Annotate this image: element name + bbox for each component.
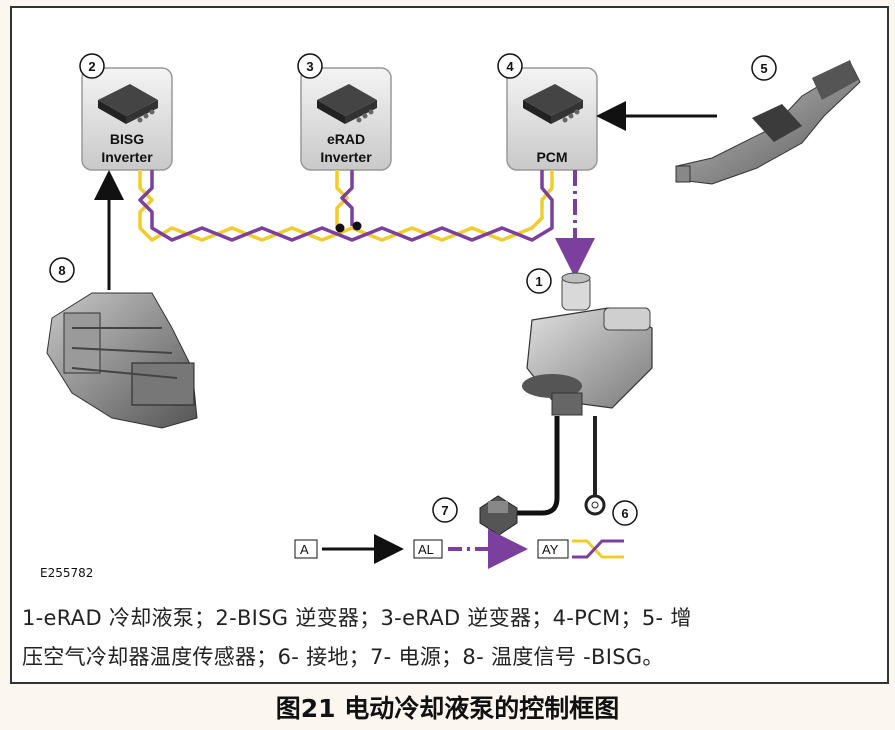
erad-label-2: Inverter	[320, 149, 372, 165]
pcm-module: PCM	[506, 67, 598, 171]
fuse-icon	[479, 495, 518, 536]
control-diagram: BISG Inverter eRAD Inverter PCM	[46, 53, 861, 569]
power-cable	[517, 416, 560, 516]
bus-junction-dot	[352, 221, 362, 231]
figure-title: 图21 电动冷却液泵的控制框图	[275, 694, 620, 723]
callout-4-num: 4	[506, 59, 514, 74]
chip-icon	[523, 84, 583, 124]
callout-2	[79, 53, 105, 79]
bisg-label-1: BISG	[110, 131, 144, 147]
callout-7-num: 7	[441, 503, 448, 518]
callout-3-num: 3	[306, 59, 313, 74]
callout-4	[497, 53, 523, 79]
callout-7	[432, 497, 458, 523]
legend-al-box	[413, 539, 443, 559]
chip-icon	[317, 84, 377, 124]
legend-a-box	[294, 539, 318, 559]
bisg-motor	[46, 292, 198, 429]
can-bus-twisted-pair	[138, 170, 554, 242]
callout-3	[297, 53, 323, 79]
legend-ay-twisted-pair	[572, 539, 624, 559]
callout-1-num: 1	[535, 274, 542, 289]
callout-1	[526, 268, 552, 294]
callout-5-num: 5	[760, 61, 767, 76]
chip-icon	[98, 84, 158, 124]
legend: A AL AY	[294, 529, 624, 569]
figure-code: E255782	[40, 566, 94, 580]
callout-2-num: 2	[88, 59, 95, 74]
callout-8	[49, 257, 75, 283]
caption-line-1: 1-eRAD 冷却液泵；2-BISG 逆变器；3-eRAD 逆变器；4-PCM；…	[22, 606, 692, 630]
coolant-pump	[522, 272, 653, 416]
legend-al-label: AL	[418, 542, 434, 557]
legend-ay-box	[537, 539, 569, 559]
erad-inverter: eRAD Inverter	[300, 67, 392, 171]
ground-ring-icon	[584, 494, 606, 516]
callout-5	[751, 55, 777, 81]
bus-junction-dot	[335, 223, 345, 233]
caption-line-2: 压空气冷却器温度传感器；6- 接地；7- 电源；8- 温度信号 -BISG。	[22, 645, 664, 669]
callout-6-num: 6	[621, 506, 628, 521]
erad-label-1: eRAD	[327, 131, 365, 147]
pcm-label: PCM	[536, 149, 567, 165]
bisg-inverter: BISG Inverter	[81, 67, 173, 171]
legend-ay-label: AY	[542, 542, 559, 557]
temperature-sensor	[675, 60, 861, 185]
callout-8-num: 8	[58, 263, 65, 278]
bisg-label-2: Inverter	[101, 149, 153, 165]
legend-a-label: A	[300, 542, 309, 557]
callout-6	[612, 500, 638, 526]
